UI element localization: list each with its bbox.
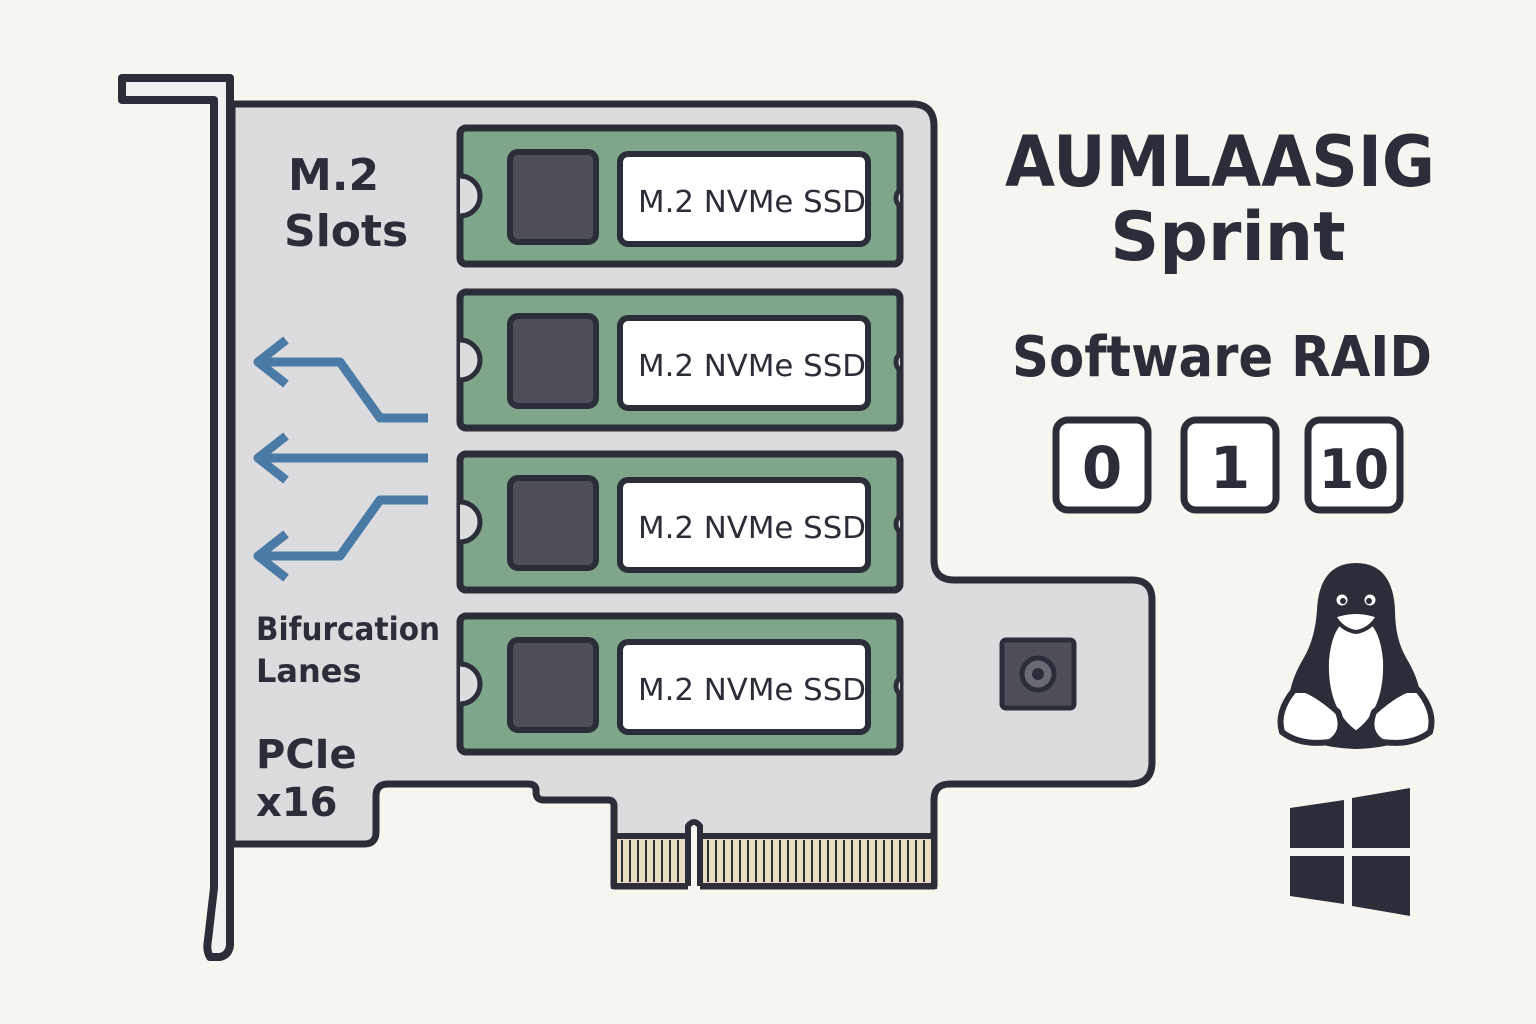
arrow-left-icon — [253, 336, 428, 423]
raid-level-badge: 10 — [1304, 416, 1404, 514]
m2-slots-label: Slots — [284, 206, 408, 257]
m2-ssd-module: M.2 NVMe SSD — [456, 288, 904, 432]
mounting-screw — [999, 637, 1077, 711]
pcie-bracket — [118, 74, 234, 961]
pcie-label: PCIe — [256, 732, 357, 778]
raid-level-text: 0 — [1082, 434, 1122, 502]
bifurcation-label: Bifurcation — [256, 610, 440, 648]
raid-level-text: 10 — [1319, 438, 1389, 501]
m2-ssd-module: M.2 NVMe SSD — [456, 612, 904, 756]
m2-ssd-module: M.2 NVMe SSD — [456, 450, 904, 594]
raid-level-text: 1 — [1210, 434, 1250, 502]
windows-icon — [1290, 788, 1410, 916]
pcie-label: x16 — [256, 780, 337, 826]
raid-level-badge: 1 — [1180, 416, 1280, 514]
ssd-label: M.2 NVMe SSD — [638, 673, 866, 708]
bifurcation-label: Lanes — [256, 652, 362, 690]
bifurcation-arrows — [253, 336, 428, 582]
arrow-left-icon — [253, 432, 428, 484]
raid-level-badge: 0 — [1052, 416, 1152, 514]
m2-ssd-module: M.2 NVMe SSD — [456, 124, 904, 268]
raid-levels: 0 1 10 — [1052, 416, 1404, 514]
arrow-left-icon — [253, 495, 428, 582]
m2-ssd-slots: M.2 NVMe SSD M.2 NVMe SSD M.2 NVMe SSD M… — [456, 124, 904, 756]
product-name: Sprint — [1110, 198, 1345, 277]
brand-name: AUMLAASIG — [1005, 121, 1435, 203]
linux-tux-icon — [1277, 563, 1435, 749]
raid-title: Software RAID — [1012, 325, 1432, 390]
pcie-edge-connector — [611, 819, 937, 890]
ssd-label: M.2 NVMe SSD — [638, 349, 866, 384]
m2-slots-label: M.2 — [288, 150, 379, 201]
ssd-label: M.2 NVMe SSD — [638, 511, 866, 546]
ssd-label: M.2 NVMe SSD — [638, 185, 866, 220]
